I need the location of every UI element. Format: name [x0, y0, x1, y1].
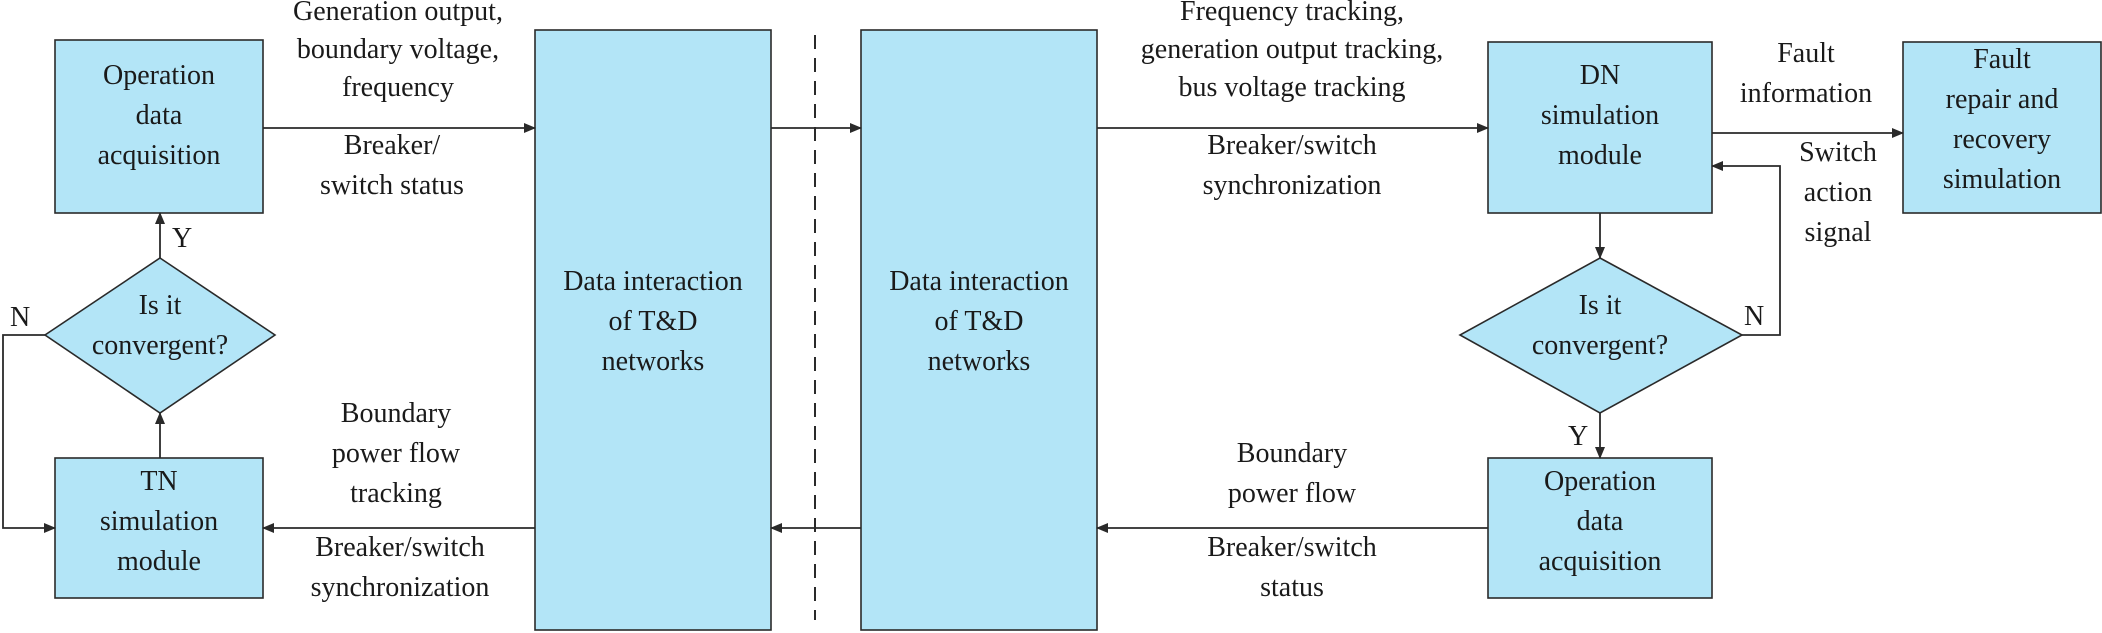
text-line: simulation — [1943, 164, 2061, 195]
dn-operation-data-acquisition-box — [1487, 457, 1713, 599]
text-line: Operation — [103, 60, 215, 91]
dn-yes-label: Y — [1568, 421, 1588, 452]
tn-acquisition-label: Operation data acquisition — [98, 60, 221, 171]
text-line: recovery — [1953, 124, 2051, 155]
dn-simulation-label: DN simulation module — [1541, 60, 1659, 171]
tn-input-power-flow-label: Boundary power flow tracking — [332, 398, 461, 509]
text-line: Is it — [139, 290, 182, 321]
tn-yes-label: Y — [172, 223, 192, 254]
text-line: convergent? — [1532, 330, 1668, 361]
tn-input-breaker-label: Breaker/switch synchronization — [311, 532, 490, 603]
text-line: Breaker/switch — [1207, 130, 1377, 161]
tn-convergent-question: Is it convergent? — [92, 290, 228, 361]
tn-output-signals-label: Generation output, boundary voltage, frequ… — [293, 0, 503, 103]
text-line: convergent? — [92, 330, 228, 361]
text-line: networks — [602, 346, 705, 377]
text-line: Breaker/switch — [315, 532, 485, 563]
text-line: action — [1804, 177, 1872, 208]
text-line: Operation — [1544, 466, 1656, 497]
fault-repair-label: Fault repair and recovery simulation — [1943, 44, 2061, 195]
text-line: of T&D — [935, 306, 1024, 337]
tn-output-breaker-label: Breaker/switch status — [320, 130, 464, 201]
text-line: Is it — [1579, 290, 1622, 321]
dn-input-breaker-label: Breaker/switch synchronization — [1203, 130, 1382, 201]
tn-no-label: N — [10, 302, 30, 333]
text-line: frequency — [342, 72, 454, 103]
arrow-switch-action-feedback — [1711, 161, 1781, 336]
text-line: module — [1558, 140, 1642, 171]
tn-simulation-label: TN simulation module — [100, 466, 218, 577]
text-line: simulation — [1541, 100, 1659, 131]
arrow-tn-not-converged-loop — [2, 334, 56, 533]
text-line: Boundary — [1237, 438, 1347, 469]
text-line: of T&D — [609, 306, 698, 337]
text-line: generation output tracking, — [1141, 34, 1443, 65]
tn-operation-data-acquisition-box — [54, 39, 264, 214]
text-line: signal — [1805, 217, 1872, 248]
text-line: Frequency tracking, — [1180, 0, 1404, 27]
switch-action-signal-label: Switch action signal — [1799, 137, 1877, 248]
text-line: tracking — [350, 478, 442, 509]
text-line: data — [1577, 506, 1624, 537]
dn-input-tracking-label: Frequency tracking, generation output tra… — [1141, 0, 1443, 103]
data-interaction-right-box — [860, 29, 1098, 631]
text-line: acquisition — [98, 140, 221, 171]
text-line: Switch — [1799, 137, 1877, 168]
tn-simulation-module-box — [54, 457, 264, 599]
dn-convergent-question: Is it convergent? — [1532, 290, 1668, 361]
text-line: Data interaction — [563, 266, 743, 297]
dn-output-breaker-label: Breaker/switch status — [1207, 532, 1377, 603]
text-line: TN — [140, 466, 177, 497]
text-line: boundary voltage, — [297, 34, 499, 65]
text-line: power flow — [332, 438, 461, 469]
dn-acquisition-label: Operation data acquisition — [1539, 466, 1662, 577]
text-line: Breaker/ — [344, 130, 441, 161]
dn-no-label: N — [1744, 301, 1764, 332]
text-line: synchronization — [311, 572, 490, 603]
text-line: Data interaction — [889, 266, 1069, 297]
text-line: data — [136, 100, 183, 131]
text-line: Boundary — [341, 398, 451, 429]
text-line: simulation — [100, 506, 218, 537]
text-line: Fault — [1973, 44, 2031, 75]
interaction-right-label: Data interaction of T&D networks — [889, 266, 1069, 377]
interaction-left-label: Data interaction of T&D networks — [563, 266, 743, 377]
text-line: Generation output, — [293, 0, 503, 27]
text-line: information — [1740, 78, 1872, 109]
text-line: acquisition — [1539, 546, 1662, 577]
dn-simulation-module-box — [1487, 41, 1713, 214]
data-interaction-left-box — [534, 29, 772, 631]
dn-output-power-flow-label: Boundary power flow — [1228, 438, 1357, 509]
text-line: power flow — [1228, 478, 1357, 509]
fault-information-label: Fault information — [1740, 38, 1872, 109]
text-line: synchronization — [1203, 170, 1382, 201]
text-line: module — [117, 546, 201, 577]
text-line: status — [1260, 572, 1324, 603]
text-line: Breaker/switch — [1207, 532, 1377, 563]
text-line: repair and — [1946, 84, 2059, 115]
text-line: switch status — [320, 170, 464, 201]
text-line: Fault — [1777, 38, 1835, 69]
fault-repair-recovery-box — [1902, 41, 2102, 214]
text-line: DN — [1580, 60, 1620, 91]
text-line: networks — [928, 346, 1031, 377]
text-line: bus voltage tracking — [1178, 72, 1405, 103]
